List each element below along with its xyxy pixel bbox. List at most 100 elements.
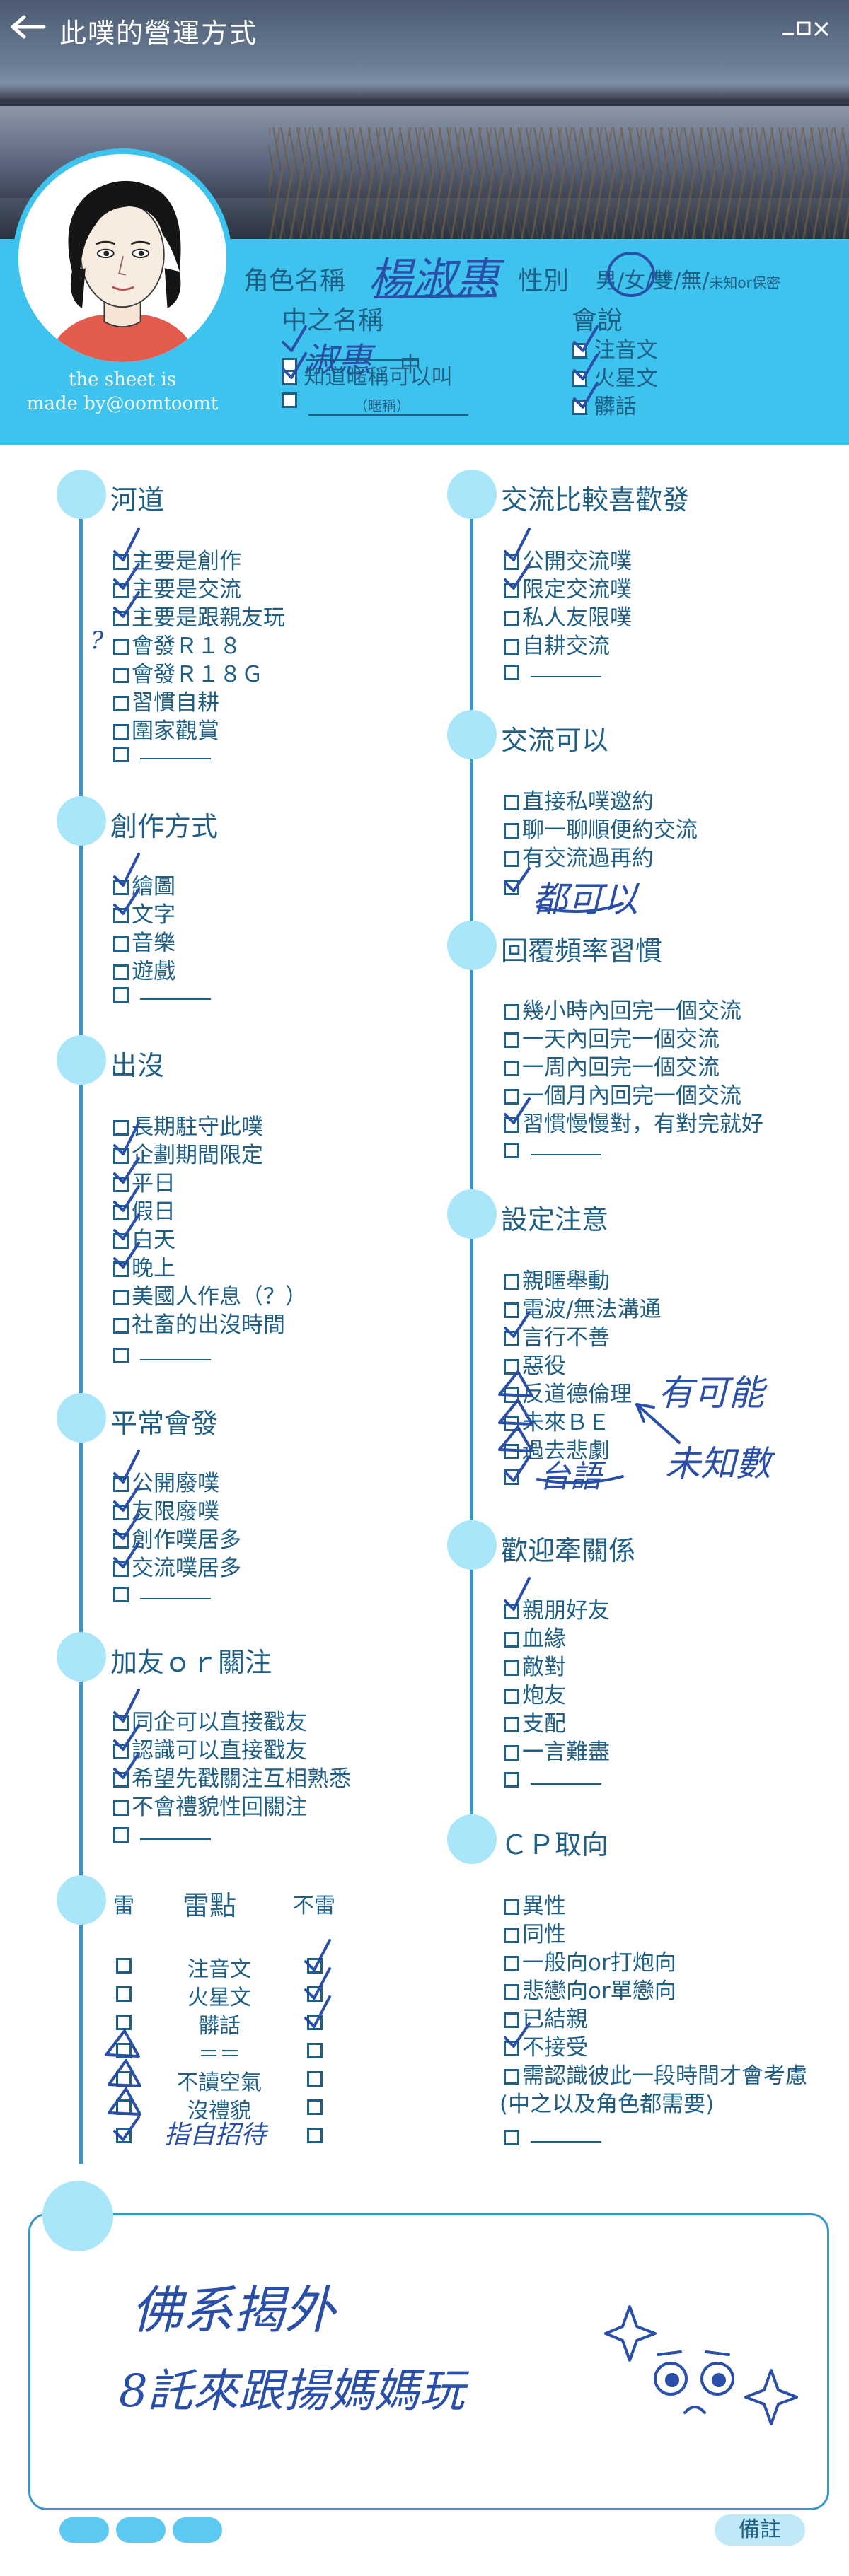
not-dislike-checkbox[interactable] [304, 2066, 325, 2091]
checkbox[interactable] [504, 1387, 519, 1403]
checkbox[interactable] [113, 611, 129, 626]
option-row[interactable]: 一天內回完一個交流 [504, 1021, 720, 1053]
option-row[interactable]: 文字 [113, 897, 175, 928]
checkbox[interactable] [113, 1715, 129, 1731]
checkbox[interactable] [113, 1318, 129, 1334]
option-row[interactable]: 親朋好友 [504, 1592, 610, 1624]
dislike-checkbox[interactable] [113, 2066, 134, 2091]
checkbox[interactable] [113, 1261, 129, 1277]
option-row[interactable]: 公開交流噗 [504, 543, 632, 575]
checkbox[interactable] [504, 851, 519, 867]
checkbox[interactable] [113, 1744, 129, 1759]
checkbox[interactable] [113, 1148, 129, 1164]
checkbox[interactable] [504, 2069, 519, 2085]
option-row[interactable]: 長期駐守此噗 [113, 1109, 263, 1141]
nickname-blank-checkbox[interactable] [282, 392, 297, 408]
checkbox[interactable] [113, 987, 129, 1003]
option-row[interactable]: 敵對 [504, 1649, 566, 1681]
option-row[interactable]: 白天 [113, 1222, 175, 1254]
option-row[interactable]: 交流噗居多 [113, 1550, 241, 1582]
checkbox[interactable] [504, 1772, 519, 1788]
option-row[interactable]: 有交流過再約 [504, 840, 654, 872]
option-row[interactable]: 未來ＢＥ [504, 1404, 610, 1436]
checkbox[interactable] [504, 1089, 519, 1105]
gender-options[interactable]: 男/女/雙/無/未知or保密 [596, 263, 780, 294]
option-row[interactable]: 一般向or打炮向 [504, 1945, 676, 1976]
checkbox[interactable] [504, 1331, 519, 1346]
checkbox[interactable] [113, 583, 129, 598]
nickname-know-row[interactable]: 知道暱稱可以叫 [282, 359, 453, 390]
option-row[interactable]: 繪圖 [113, 868, 175, 900]
checkbox[interactable] [504, 1032, 519, 1048]
checkbox[interactable] [113, 1177, 129, 1192]
option-row[interactable]: 習慣慢慢對，有對完就好 [504, 1106, 763, 1138]
option-row[interactable]: 平日 [113, 1165, 175, 1197]
language-checkbox-3[interactable] [572, 400, 587, 415]
checkbox[interactable] [504, 2012, 519, 2028]
option-row[interactable]: 惡役 [504, 1348, 566, 1380]
checkbox[interactable] [504, 1984, 519, 2000]
option-row[interactable]: 主要是跟親友玩 [113, 600, 285, 631]
dislike-checkbox[interactable] [113, 2010, 134, 2034]
checkbox[interactable] [113, 1561, 129, 1577]
option-row[interactable]: 同性 [504, 1916, 566, 1948]
checkbox[interactable] [504, 665, 519, 680]
option-row[interactable]: 企劃期間限定 [113, 1137, 263, 1169]
nickname-know-checkbox[interactable] [282, 370, 297, 385]
option-row[interactable]: 親暱舉動 [504, 1263, 610, 1295]
checkbox[interactable] [504, 1117, 519, 1133]
option-row-blank[interactable] [504, 1137, 601, 1162]
checkbox[interactable] [113, 936, 129, 952]
checkbox[interactable] [504, 1899, 519, 1915]
checkbox[interactable] [113, 696, 129, 711]
checkbox[interactable] [504, 1143, 519, 1158]
checkbox[interactable] [113, 1772, 129, 1788]
checkbox[interactable] [504, 823, 519, 839]
checkbox[interactable] [504, 1274, 519, 1290]
checkbox[interactable] [504, 1928, 519, 1943]
language-checkbox-2[interactable] [572, 371, 587, 387]
checkbox[interactable] [113, 1290, 129, 1305]
option-row[interactable]: 不會禮貌性回關注 [113, 1789, 307, 1821]
dislike-checkbox[interactable] [113, 1953, 134, 1978]
nickname-blank-row[interactable] [282, 387, 297, 412]
option-row-blank[interactable] [113, 1342, 211, 1368]
checkbox[interactable] [504, 880, 519, 895]
checkbox[interactable] [113, 554, 129, 570]
gender-option-female[interactable]: 女 [624, 269, 646, 293]
option-row[interactable]: 一個月內回完一個交流 [504, 1078, 741, 1109]
checkbox[interactable] [504, 1632, 519, 1648]
option-row[interactable]: 同企可以直接戳友 [113, 1704, 307, 1736]
memo-button[interactable]: 備註 [715, 2514, 805, 2546]
option-row[interactable]: 一周內回完一個交流 [504, 1049, 720, 1081]
option-row[interactable]: 悲戀向or單戀向 [504, 1973, 676, 2005]
language-row-3[interactable]: 髒話 [572, 389, 637, 420]
option-row[interactable]: 言行不善 [504, 1319, 610, 1351]
checkbox[interactable] [113, 1348, 129, 1363]
option-row[interactable]: 聊一聊順便約交流 [504, 812, 698, 844]
option-row-blank[interactable] [113, 981, 211, 1007]
option-row-blank[interactable] [504, 1766, 601, 1792]
checkbox[interactable] [504, 1717, 519, 1732]
option-row[interactable]: 假日 [113, 1194, 175, 1225]
option-row[interactable]: 直接私噗邀約 [504, 783, 654, 815]
not-dislike-checkbox[interactable] [304, 1981, 325, 2006]
checkbox[interactable] [504, 1302, 519, 1318]
checkbox[interactable] [113, 1533, 129, 1549]
language-checkbox-1[interactable] [572, 343, 587, 359]
option-row[interactable]: 認識可以直接戳友 [113, 1732, 307, 1764]
option-row[interactable]: 支配 [504, 1706, 566, 1737]
checkbox[interactable] [504, 1359, 519, 1375]
checkbox[interactable] [113, 880, 129, 895]
checkbox[interactable] [504, 1660, 519, 1676]
option-row-blank[interactable] [504, 2124, 601, 2150]
name-value[interactable]: 楊淑惠 [368, 253, 500, 305]
back-arrow-icon[interactable] [10, 13, 47, 41]
option-row[interactable]: 習慣自耕 [113, 684, 219, 716]
checkbox[interactable] [113, 668, 129, 683]
page-pill[interactable] [59, 2517, 109, 2543]
checkbox[interactable] [113, 724, 129, 740]
option-row[interactable]: 音樂 [113, 925, 175, 957]
option-row-blank[interactable] [113, 1581, 211, 1607]
checkbox[interactable] [504, 1004, 519, 1020]
